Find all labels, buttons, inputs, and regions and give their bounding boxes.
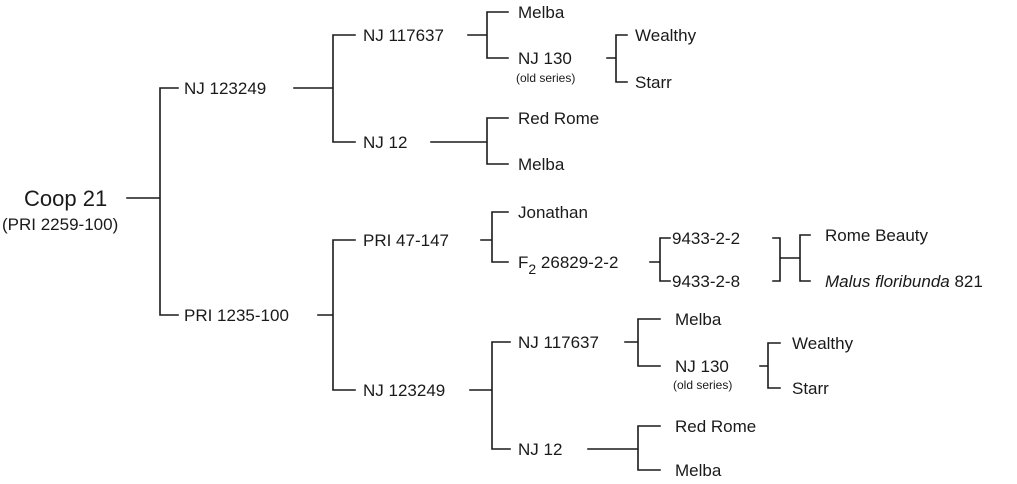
node-upper-nj12: NJ 12 [363,133,407,152]
connector-lines [126,11,811,471]
node-lower-nj117637: NJ 117637 [518,333,599,352]
edge-lower-nj117637 [624,318,661,367]
edge-upper-nj12 [430,117,509,165]
node-lower-wealthy: Wealthy [792,334,854,353]
node-lower-starr: Starr [792,379,829,398]
node-lower-rome-beauty: Rome Beauty [825,226,928,245]
edge-f2 [649,237,671,282]
edge-root [126,87,179,316]
root-node-alt: (PRI 2259-100) [2,215,118,234]
edge-pri1235 [317,239,356,391]
node-lower-9433-2-8: 9433-2-8 [672,272,740,291]
node-lower-malus: Malus floribunda 821 [825,272,983,291]
edge-lower-nj130 [759,342,781,389]
edge-9433 [772,234,811,282]
edge-lower-nj12 [587,425,661,471]
node-upper-red-rome: Red Rome [518,109,599,128]
node-upper-melba-b: Melba [518,155,565,174]
node-lower-melba-b: Melba [675,461,722,480]
node-lower-pri47: PRI 47-147 [363,231,449,250]
node-upper-nj130-note: (old series) [516,71,575,85]
node-lower-melba-a: Melba [675,310,722,329]
edge-upper-nj117637 [467,11,509,59]
edge-upper-nj123249 [293,34,356,143]
node-lower-parent: PRI 1235-100 [184,306,289,325]
root-node-name: Coop 21 [24,186,107,211]
node-upper-nj117637: NJ 117637 [363,26,444,45]
node-upper-starr: Starr [635,73,672,92]
edge-pri47 [480,211,509,263]
node-upper-melba-a: Melba [518,3,565,22]
node-upper-nj130: NJ 130 [518,49,572,68]
node-upper-parent: NJ 123249 [184,79,266,98]
edge-upper-nj130 [606,34,628,83]
node-lower-jonathan: Jonathan [518,203,588,222]
node-lower-nj130: NJ 130 [675,357,729,376]
node-lower-red-rome: Red Rome [675,417,756,436]
node-lower-f2: F2 26829-2-2 [518,253,618,277]
node-upper-wealthy: Wealthy [635,26,697,45]
node-lower-9433-2-2: 9433-2-2 [672,229,740,248]
node-lower-nj130-note: (old series) [673,378,732,392]
node-lower-nj12: NJ 12 [518,440,562,459]
node-lower-nj123249: NJ 123249 [363,381,445,400]
edge-lower-nj123249 [469,341,511,450]
